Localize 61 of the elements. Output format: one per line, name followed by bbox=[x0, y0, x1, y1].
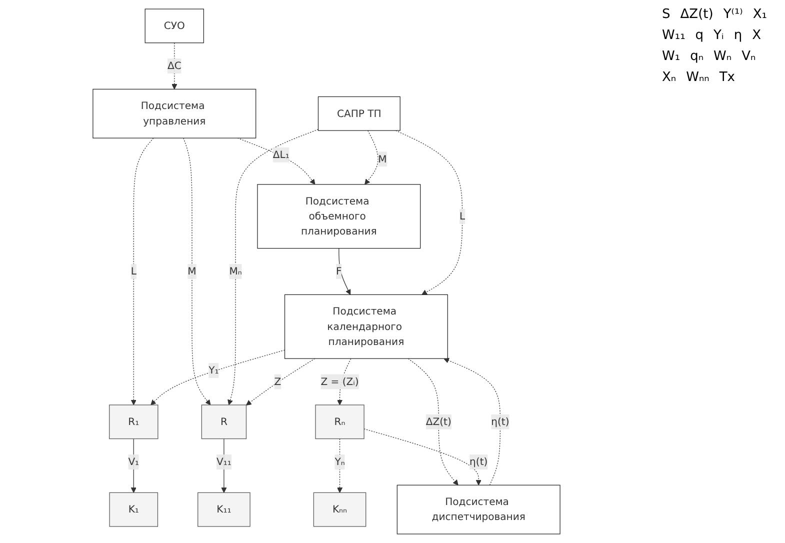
symbol-label: ΔZ(t) bbox=[679, 6, 714, 23]
arrow bbox=[395, 130, 463, 295]
arrow bbox=[130, 438, 136, 493]
edge-label: Mₙ bbox=[229, 265, 242, 278]
symbol-label: S bbox=[661, 6, 672, 23]
arrow bbox=[338, 248, 351, 295]
node-box: R₁ bbox=[109, 404, 158, 440]
symbol-label: Xₙ bbox=[661, 69, 678, 86]
node-box: Подсистема диспетчирования bbox=[396, 484, 560, 534]
node-box: Подсистема управления bbox=[92, 88, 256, 138]
symbol-label: q bbox=[694, 27, 705, 44]
symbol-label: Wₙₙ bbox=[685, 69, 710, 86]
symbol-label: qₙ bbox=[689, 48, 705, 65]
symbol-label: W₁ bbox=[661, 48, 682, 65]
node-box: R bbox=[201, 404, 247, 440]
edge-label: ΔZ(t) bbox=[426, 416, 452, 428]
arrow bbox=[237, 138, 316, 185]
edge-label: V₁₁ bbox=[216, 456, 232, 468]
node-box: Подсистема календарного планирования bbox=[284, 294, 448, 359]
arrow bbox=[130, 138, 154, 406]
node-box: СУО bbox=[144, 8, 204, 44]
arrow bbox=[221, 438, 227, 493]
node-box: САПР ТП bbox=[318, 96, 400, 131]
arrow bbox=[246, 358, 316, 406]
edge-label: L bbox=[130, 265, 136, 278]
edge-label: V₁ bbox=[128, 456, 140, 468]
node-box: Подсистема объемного планирования bbox=[257, 184, 421, 249]
arrow bbox=[444, 358, 500, 486]
arrow bbox=[172, 42, 178, 90]
edge-label: M bbox=[378, 152, 387, 165]
arrow bbox=[364, 428, 482, 486]
symbol-label: Y⁽¹⁾ bbox=[722, 6, 744, 23]
symbol-label: η bbox=[732, 27, 744, 44]
node-box: K₁₁ bbox=[198, 492, 250, 527]
symbol-label: X bbox=[751, 27, 762, 44]
edge-label: F bbox=[336, 265, 342, 278]
arrow bbox=[228, 129, 319, 406]
edge-label: L bbox=[459, 210, 466, 222]
arrow bbox=[364, 130, 378, 185]
edge-label: η(t) bbox=[491, 416, 510, 428]
arrow bbox=[337, 438, 343, 493]
edge-label: M bbox=[188, 265, 196, 278]
node-box: K₁ bbox=[109, 492, 158, 527]
arrow bbox=[150, 350, 286, 406]
edge-label: Z = (Zᵢ) bbox=[320, 375, 359, 388]
symbol-label: Yᵢ bbox=[712, 27, 725, 44]
symbol-label: X₁ bbox=[752, 6, 768, 23]
edge-label: ΔL₁ bbox=[272, 148, 290, 161]
symbol-label: W₁₁ bbox=[661, 27, 686, 44]
edge-label: Y₁ bbox=[208, 364, 219, 376]
node-box: Kₙₙ bbox=[313, 492, 366, 527]
symbol-label: Tx bbox=[718, 69, 736, 86]
edge-label: Yₙ bbox=[334, 456, 345, 468]
symbol-label: Wₙ bbox=[712, 48, 733, 65]
edge-label: Z bbox=[274, 375, 282, 388]
symbol-label: Vₙ bbox=[740, 48, 757, 65]
arrow bbox=[408, 358, 458, 486]
edge-label: ΔC bbox=[167, 60, 182, 72]
edge-label: η(t) bbox=[470, 456, 488, 468]
arrow bbox=[183, 138, 211, 406]
node-box: Rₙ bbox=[315, 404, 364, 440]
